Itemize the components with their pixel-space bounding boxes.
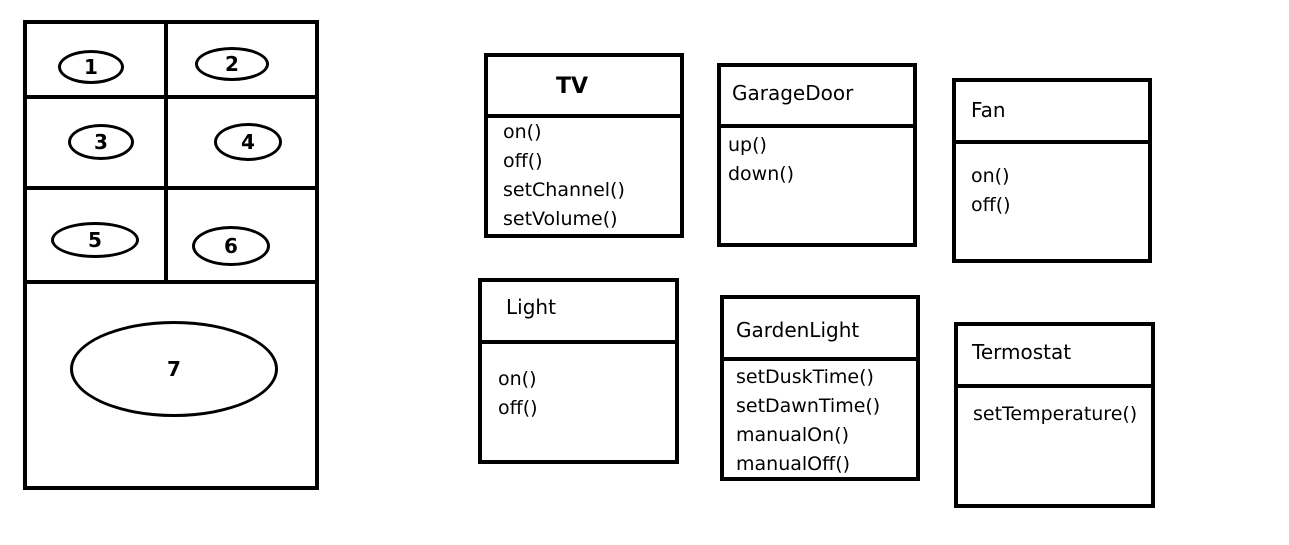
method-item: off() [498,397,538,419]
class-header-fan: Fan [956,82,1148,144]
class-header-garagedoor: GarageDoor [721,67,913,128]
remote-divider-row3 [27,280,315,284]
method-item: on() [971,165,1010,187]
method-item: manualOff() [736,453,851,475]
method-item: setChannel() [503,179,625,201]
remote-divider-row2 [27,186,315,190]
class-box-tv: TV on() off() setChannel() setVolume() [484,53,684,238]
class-name-termostat: Termostat [972,340,1072,364]
class-header-light: Light [482,282,675,344]
class-box-gardenlight: GardenLight setDuskTime() setDawnTime() … [720,295,920,481]
method-item: manualOn() [736,424,849,446]
method-item: setDuskTime() [736,366,874,388]
remote-button-3[interactable]: 3 [68,124,134,160]
remote-button-5[interactable]: 5 [51,222,139,258]
class-methods-tv: on() off() setChannel() setVolume() [488,118,680,234]
remote-button-1[interactable]: 1 [58,50,124,84]
remote-divider-row1 [27,95,315,99]
method-item: down() [728,163,795,185]
class-box-light: Light on() off() [478,278,679,464]
class-name-garagedoor: GarageDoor [732,81,854,105]
remote-button-6[interactable]: 6 [192,226,270,266]
method-item: on() [498,368,537,390]
class-name-tv: TV [556,74,589,99]
class-methods-gardenlight: setDuskTime() setDawnTime() manualOn() m… [724,363,916,477]
class-name-fan: Fan [971,98,1006,122]
method-item: setVolume() [503,208,618,230]
class-methods-termostat: setTemperature() [958,400,1151,504]
class-header-tv: TV [488,57,680,118]
method-item: off() [503,150,543,172]
remote-button-2[interactable]: 2 [195,47,269,81]
class-header-gardenlight: GardenLight [724,299,916,361]
class-methods-garagedoor: up() down() [721,131,913,243]
remote-button-7[interactable]: 7 [70,321,278,417]
class-methods-fan: on() off() [956,162,1148,259]
remote-divider-vertical [164,24,168,282]
class-name-gardenlight: GardenLight [736,318,860,342]
class-name-light: Light [506,295,556,319]
class-box-garagedoor: GarageDoor up() down() [717,63,917,247]
method-item: on() [503,121,542,143]
method-item: off() [971,194,1011,216]
method-item: setDawnTime() [736,395,881,417]
class-box-termostat: Termostat setTemperature() [954,322,1155,508]
remote-control: 1 2 3 4 5 6 7 [23,20,319,490]
remote-button-4[interactable]: 4 [214,123,282,161]
class-methods-light: on() off() [482,365,675,460]
method-item: setTemperature() [973,403,1138,425]
class-box-fan: Fan on() off() [952,78,1152,263]
class-header-termostat: Termostat [958,326,1151,388]
method-item: up() [728,134,767,156]
